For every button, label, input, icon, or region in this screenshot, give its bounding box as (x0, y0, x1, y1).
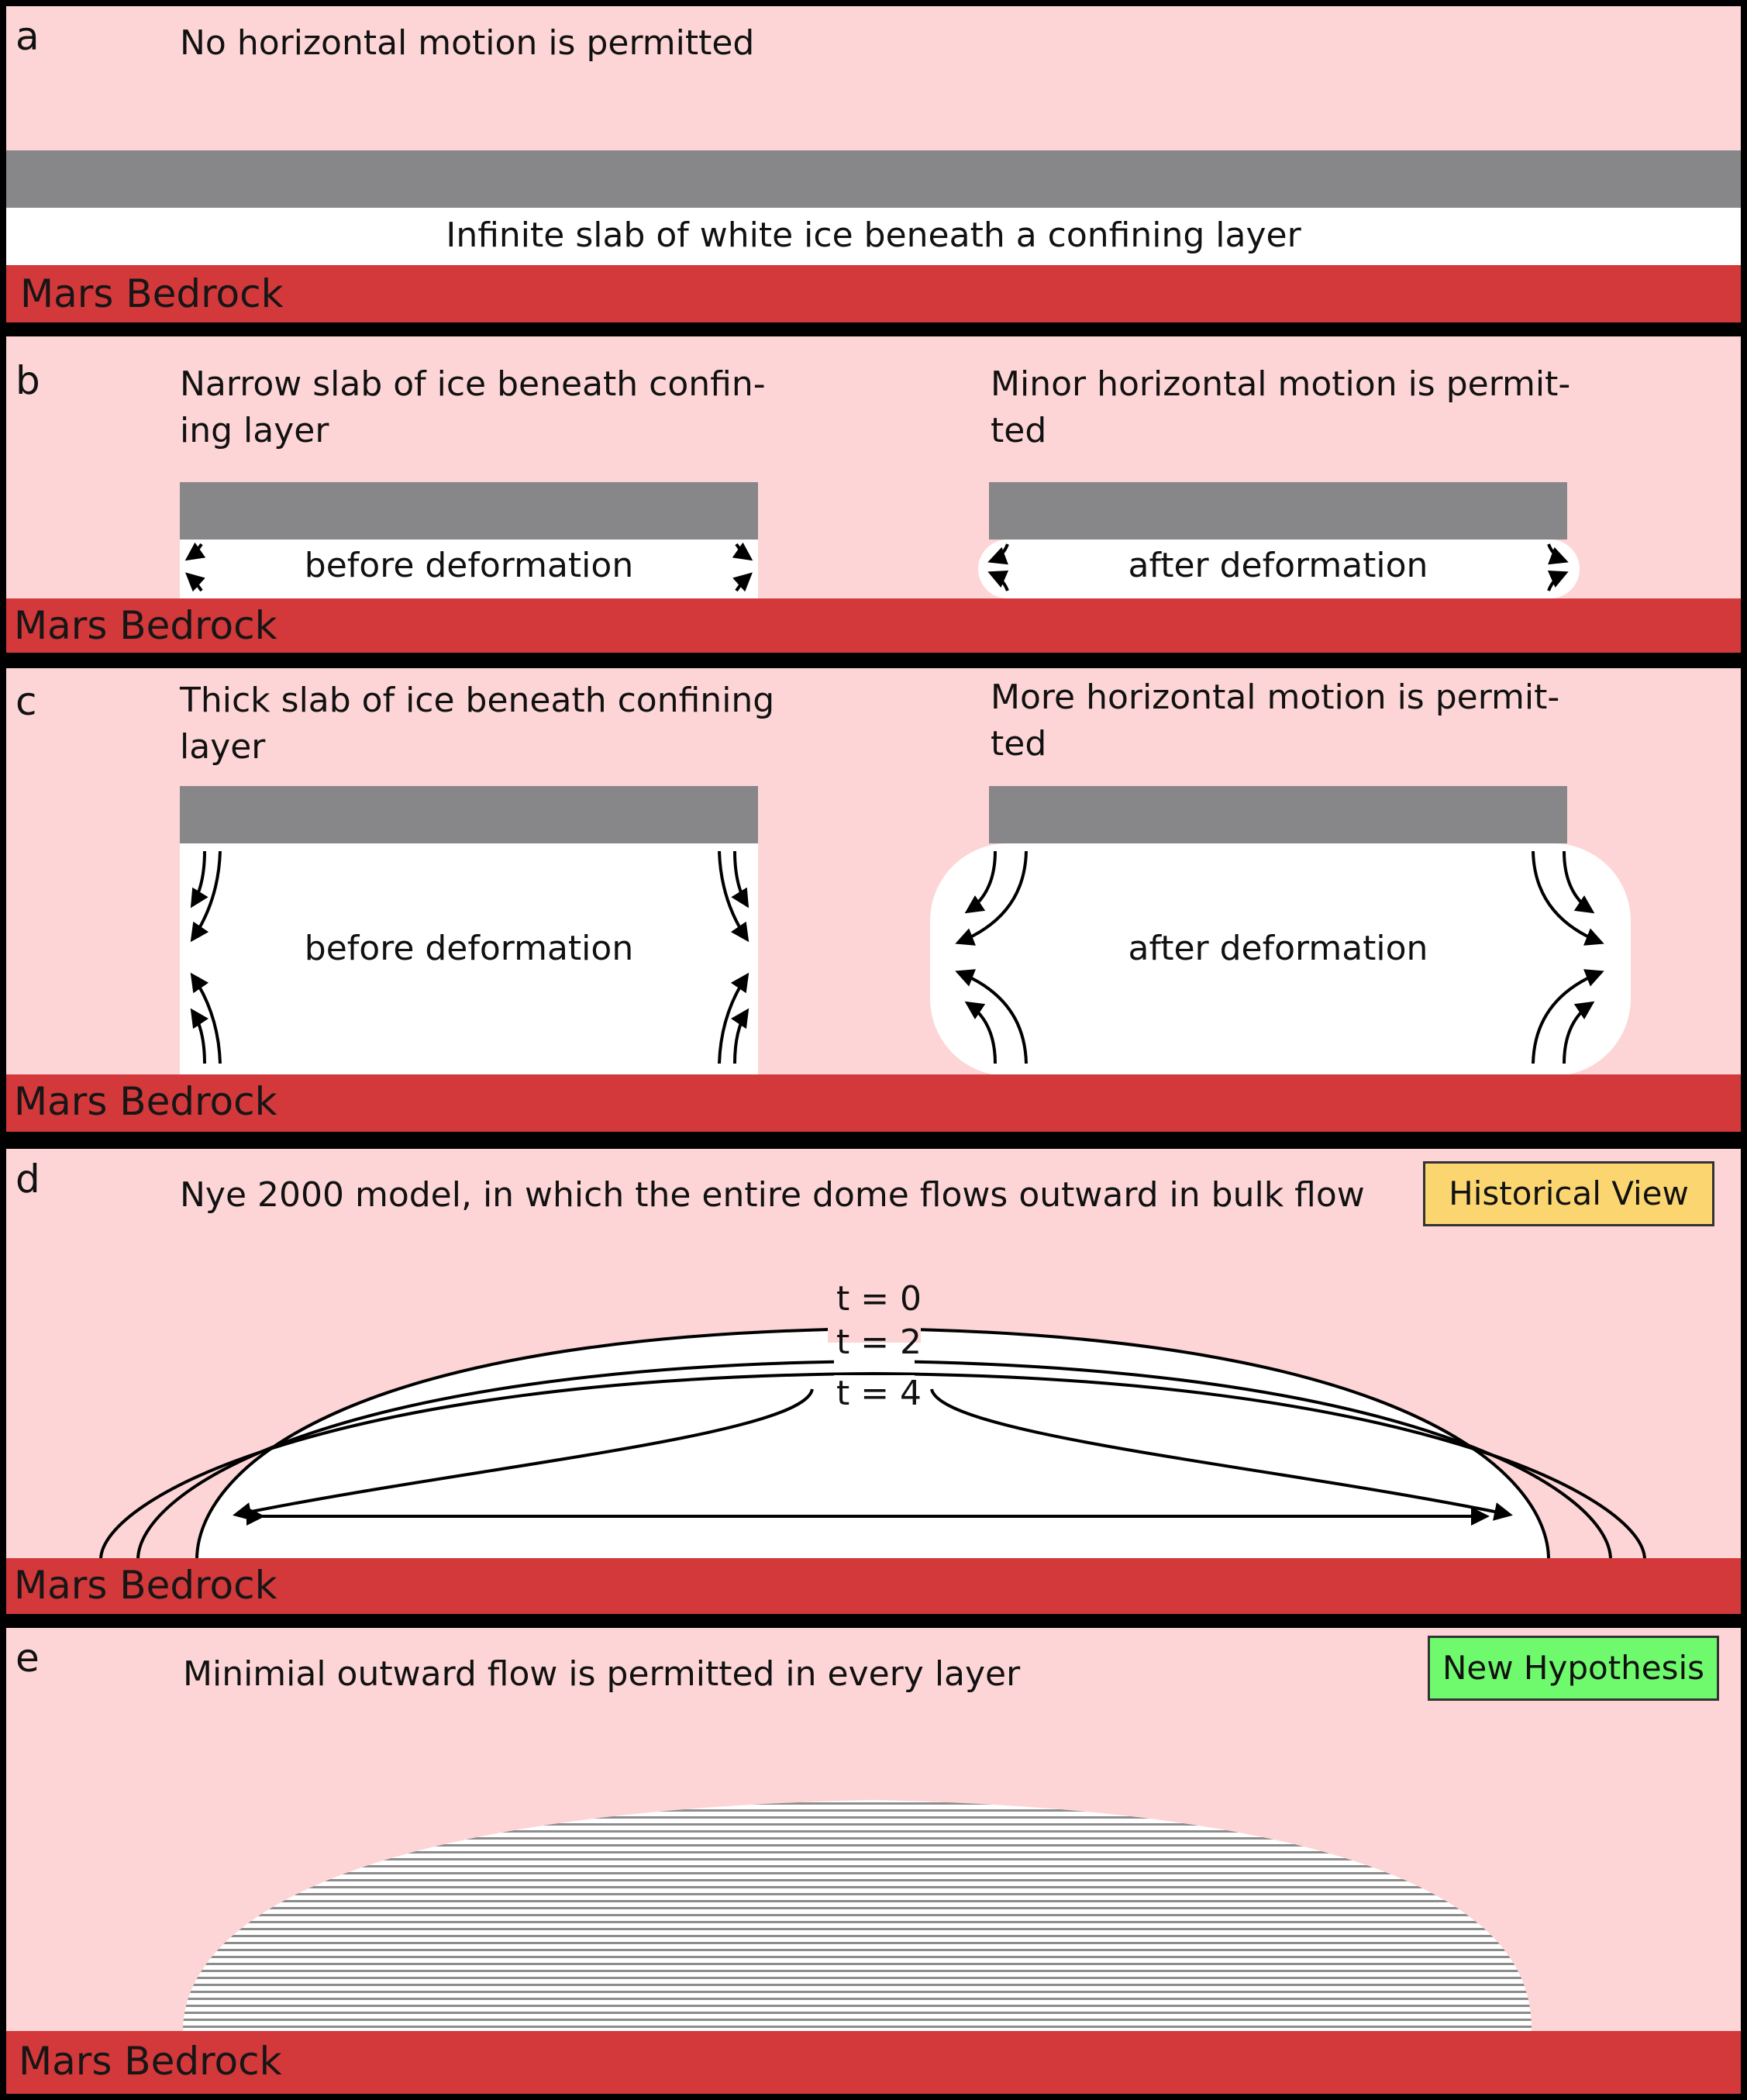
flow-arrow (190, 850, 208, 909)
confining-layer-left (180, 786, 758, 843)
bedrock-label: Mars Bedrock (14, 1563, 277, 1608)
panel-right-title-line1: More horizontal motion is permit- (991, 678, 1560, 717)
flow-arrow (1563, 1001, 1595, 1064)
panel-d: d Nye 2000 model, in which the entire do… (6, 1149, 1741, 1614)
before-deformation-label: before deformation (304, 929, 634, 968)
panel-left-title-line2: ing layer (180, 411, 329, 450)
dome-t0-fill (197, 1329, 1549, 1560)
panel-right-title-line2: ted (991, 411, 1047, 450)
panel-c-arrows (190, 850, 1604, 1064)
panel-letter: b (16, 358, 40, 403)
flow-arrow (718, 972, 749, 1064)
layered-ice-dome (183, 1800, 1532, 2031)
ice-slab (6, 208, 1741, 265)
panel-title: Nye 2000 model, in which the entire dome… (180, 1175, 1365, 1215)
mars-bedrock: Mars Bedrock (6, 1558, 1741, 1614)
mars-bedrock: Mars Bedrock (6, 265, 1741, 322)
panel-left-title-line1: Narrow slab of ice beneath confin- (180, 364, 766, 404)
flow-arrow (955, 850, 1028, 946)
bedrock-label: Mars Bedrock (14, 603, 277, 648)
flow-arrow (730, 1008, 749, 1064)
ice-slab-before (180, 843, 758, 1076)
confining-layer-right (989, 482, 1567, 540)
flow-arrow (731, 850, 749, 909)
time-label-t4: t = 4 (836, 1374, 922, 1413)
before-deformation-label: before deformation (304, 546, 634, 585)
flow-arrow (1532, 969, 1604, 1064)
flow-arrow (964, 1001, 997, 1064)
flow-arrow (1563, 850, 1595, 914)
panel-b-arrows (184, 542, 1569, 592)
bedrock-label: Mars Bedrock (14, 1079, 277, 1124)
panel-left-title-line2: layer (180, 727, 266, 767)
flow-arrow (185, 572, 205, 592)
panel-letter: e (16, 1636, 40, 1681)
flow-arrow (987, 571, 1009, 591)
panel-letter: d (16, 1157, 40, 1202)
panel-letter: a (16, 14, 40, 59)
time-label-t2: t = 2 (836, 1322, 922, 1362)
mars-bedrock: Mars Bedrock (6, 2031, 1741, 2094)
ice-slab-before (180, 540, 758, 598)
panel-letter: c (16, 679, 37, 724)
panel-left-title-line1: Thick slab of ice beneath confining (180, 681, 775, 720)
panel-right-title-line2: ted (991, 724, 1047, 764)
panel-d-dome (99, 1319, 1646, 1560)
flow-arrow (732, 572, 753, 592)
flow-arrow (987, 543, 1009, 565)
mars-bedrock: Mars Bedrock (6, 1074, 1741, 1132)
flow-arrow (1547, 543, 1569, 565)
panel-a: a No horizontal motion is permitted Infi… (6, 6, 1741, 322)
flow-arrow (184, 542, 206, 561)
flow-arrow (955, 969, 1028, 1064)
flow-arrow (190, 850, 222, 943)
ice-label: Infinite slab of white ice beneath a con… (446, 216, 1301, 255)
flow-arrow-left (233, 1388, 814, 1521)
ice-slab-after (978, 540, 1580, 598)
after-deformation-label: after deformation (1128, 929, 1428, 968)
confining-layer-left (180, 482, 758, 540)
panel-b: b Narrow slab of ice beneath confin- ing… (6, 336, 1741, 653)
ice-slab-after (930, 843, 1631, 1076)
confining-layer (6, 150, 1741, 208)
panel-e: e Minimial outward flow is permitted in … (6, 1628, 1741, 2094)
flow-arrow (190, 1008, 209, 1064)
bedrock-label: Mars Bedrock (19, 2039, 282, 2084)
panel-title: No horizontal motion is permitted (180, 23, 755, 63)
panel-e-dome (183, 1800, 1532, 2031)
panel-right-title-line1: Minor horizontal motion is permit- (991, 364, 1571, 404)
after-deformation-label: after deformation (1128, 546, 1428, 585)
panel-title: Minimial outward flow is permitted in ev… (183, 1654, 1021, 1694)
dome-outline-t4 (99, 1371, 1646, 1560)
flow-arrow (718, 850, 749, 943)
time-label-t0: t = 0 (836, 1279, 922, 1319)
flow-arrow (190, 972, 222, 1064)
mars-bedrock: Mars Bedrock (6, 598, 1741, 653)
historical-view-badge: Historical View (1423, 1161, 1714, 1226)
new-hypothesis-badge: New Hypothesis (1428, 1636, 1719, 1701)
confining-layer-right (989, 786, 1567, 843)
bedrock-label: Mars Bedrock (20, 271, 284, 316)
flow-arrow (1532, 850, 1604, 946)
flow-arrow (1547, 571, 1569, 591)
flow-arrow-right (930, 1388, 1513, 1521)
flow-arrow (964, 850, 997, 914)
panel-c: c Thick slab of ice beneath confining la… (6, 668, 1741, 1132)
flow-arrow (732, 542, 753, 561)
